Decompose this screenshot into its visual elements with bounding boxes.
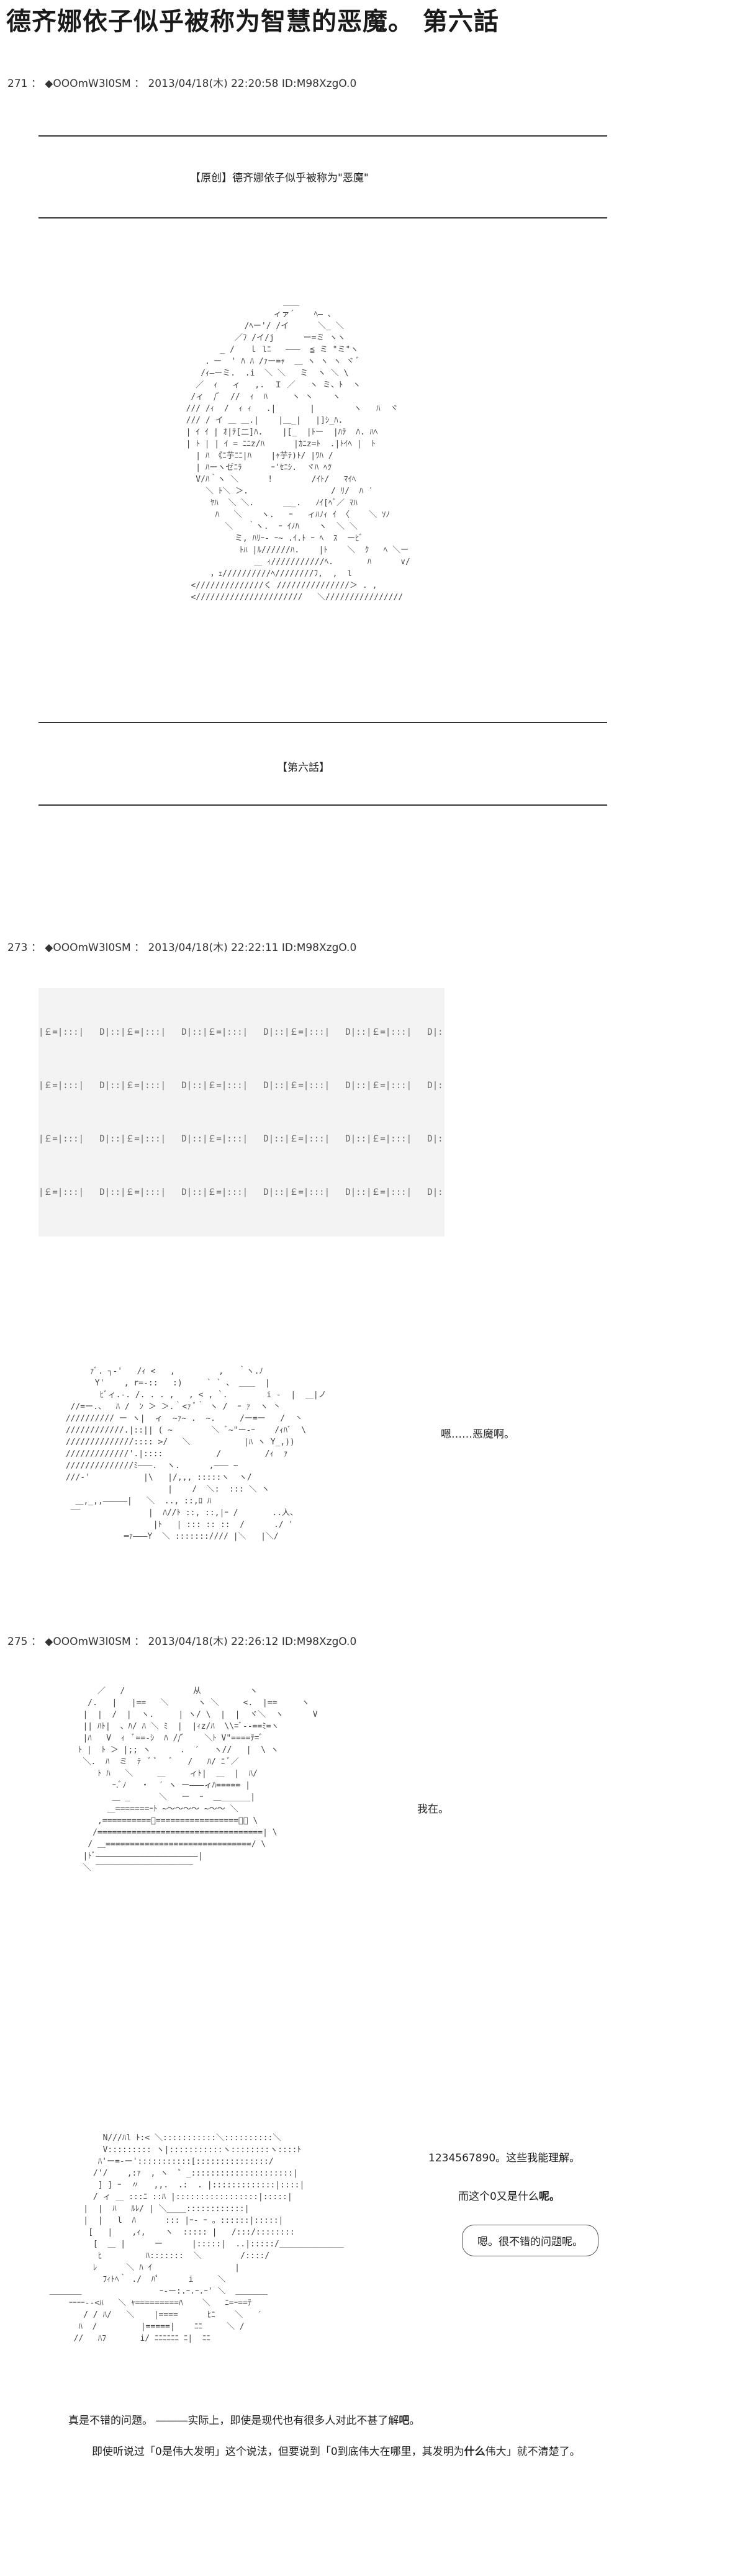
dialogue-line: 而这个0又是什么呢。	[458, 2187, 560, 2203]
divider	[38, 722, 607, 723]
post-header-275: 275 ： ◆OOOmW3l0SM ： 2013/04/18(木) 22:26:…	[7, 1636, 357, 1648]
frame-row: |￡=|:::| D|::|￡=|:::| D|::|￡=|:::| D|::|…	[38, 1080, 445, 1091]
ascii-art-character-4: N///ﾊl ﾄ:< ＼:::::::::::＼::::::::::＼ V:::…	[49, 2133, 344, 2343]
dialogue-text: 而这个	[458, 2191, 490, 2203]
ascii-art-character-3: ／ / 从 ヽ /. | |== ＼ ヽ ＼ <. |== ヽ | | / | …	[78, 1687, 318, 1873]
frame-row: |￡=|:::| D|::|￡=|:::| D|::|￡=|:::| D|::|…	[38, 1027, 445, 1038]
dialogue-text: 0又是什么	[490, 2191, 539, 2203]
narration-text: 伟大	[485, 2446, 507, 2458]
frame-pattern: |￡=|:::| D|::|￡=|:::| D|::|￡=|:::| D|::|…	[38, 988, 445, 1236]
dialogue-line: 1234567890。这些我能理解。	[428, 2149, 580, 2164]
post-header-271: 271 ： ◆OOOmW3l0SM ： 2013/04/18(木) 22:20:…	[7, 78, 357, 90]
dialogue-line: 嗯……恶魔啊。	[441, 1428, 515, 1441]
dialogue-emphasis: 呢。	[538, 2191, 560, 2203]
ascii-art-character-1: ＿＿ ィァ´ ﾍ― ､ /ﾍー'/ /イ ＼_ ＼ ／ﾌ /イ/j ー=ミ ヽヽ…	[186, 298, 410, 602]
frame-row: |￡=|:::| D|::|￡=|:::| D|::|￡=|:::| D|::|…	[38, 1187, 445, 1197]
divider	[38, 217, 607, 218]
chapter-label: 【第六話】	[277, 762, 330, 774]
narration-text: 」就不清楚了。	[506, 2446, 580, 2458]
frame-row: |￡=|:::| D|::|￡=|:::| D|::|￡=|:::| D|::|…	[38, 1133, 445, 1144]
dialogue-line: 我在。	[417, 1803, 449, 1816]
speech-bubble: 嗯。很不错的问题呢。	[462, 2225, 598, 2256]
divider	[38, 135, 607, 137]
dialogue-text: 。这些我能理解。	[495, 2152, 580, 2164]
ascii-art-character-2: ｧﾞ. ┐-' /ｨ < , , ｀ヽ.ﾉ Y' , r=-:: :) ` ` …	[65, 1367, 327, 1541]
dialogue-number: 1234567890	[428, 2152, 496, 2164]
original-label: 【原创】德齐娜依子似乎被称为"恶魔"	[190, 172, 369, 184]
post-header-273: 273 ： ◆OOOmW3l0SM ： 2013/04/18(木) 22:22:…	[7, 942, 357, 954]
narration-line: 即使听说过「0是伟大发明」这个说法，但要说到「0到底伟大在哪里，其发明为什么伟大…	[92, 2443, 580, 2458]
narration-line: 真是不错的问题。 ―――实际上，即使是现代也有很多人对此不甚了解吧。	[68, 2412, 420, 2427]
narration-text: 。	[409, 2415, 420, 2427]
narration-text: 真是不错的问题。 ―――实际上，即使是现代也有很多人对此不甚了解	[68, 2415, 399, 2427]
narration-text: 即使听说过「0是伟大发明」这个说法，但要说到「0到底伟大在哪里，其发明为	[92, 2446, 464, 2458]
page-title: 德齐娜依子似乎被称为智慧的恶魔。 第六話	[6, 7, 499, 36]
narration-emphasis: 吧	[399, 2415, 410, 2427]
narration-emphasis: 什么	[464, 2446, 485, 2458]
divider	[38, 804, 607, 806]
